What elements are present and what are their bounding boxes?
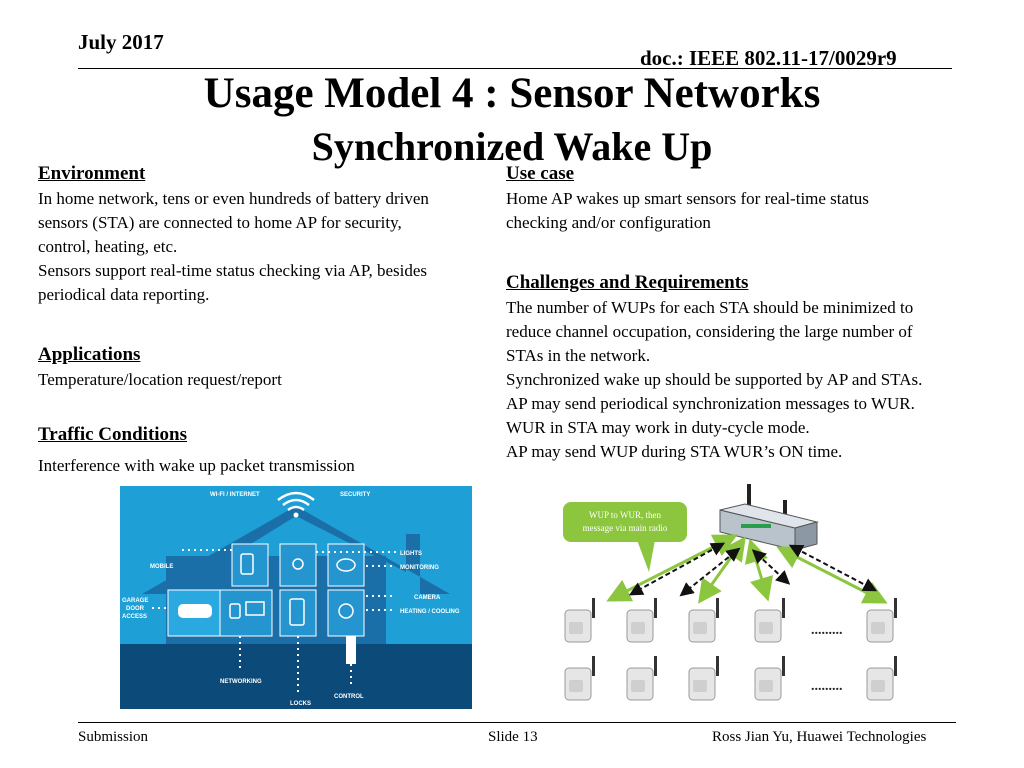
text-line: sensors (STA) are connected to home AP f…	[38, 213, 402, 232]
label-monitoring: MONITORING	[400, 565, 439, 571]
car-icon	[178, 604, 212, 618]
text-line: Sensors support real-time status checkin…	[38, 261, 428, 280]
sensor-icon	[564, 598, 595, 643]
sensor-icon	[866, 598, 897, 643]
challenges-text: The number of WUPs for each STA should b…	[506, 296, 922, 464]
traffic-heading: Traffic Conditions	[38, 424, 188, 445]
label-door: DOOR	[126, 606, 145, 612]
footer-divider	[78, 722, 956, 723]
header-doc-id: doc.: IEEE 802.11-17/0029r9	[640, 46, 897, 70]
ellipsis-row2: .........	[811, 679, 843, 694]
label-access: ACCESS	[122, 614, 147, 620]
label-lights: LIGHTS	[400, 551, 422, 557]
text-line: checking and/or configuration	[506, 213, 711, 232]
text-line: periodical data reporting.	[38, 285, 210, 304]
sensor-icon	[626, 598, 657, 643]
wifi-icon	[277, 491, 315, 512]
thermostat-icon	[338, 603, 354, 619]
header-date: July 2017	[78, 30, 164, 54]
challenges-heading: Challenges and Requirements	[506, 272, 749, 293]
text-line: The number of WUPs for each STA should b…	[506, 298, 914, 317]
text-line: control, heating, etc.	[38, 237, 178, 256]
text-line: AP may send WUP during STA WUR’s ON time…	[506, 442, 843, 461]
applications-text: Temperature/location request/report	[38, 370, 282, 389]
sensor-icon	[688, 598, 719, 643]
text-line: STAs in the network.	[506, 346, 651, 365]
text-line: AP may send periodical synchronization m…	[506, 394, 915, 413]
label-garage: GARAGE	[122, 598, 148, 604]
sensor-icon	[626, 656, 657, 701]
sensor-icon	[754, 598, 785, 643]
label-locks: LOCKS	[290, 701, 311, 707]
sensor-icon	[688, 656, 719, 701]
eye-icon	[336, 558, 356, 572]
label-control: CONTROL	[334, 694, 364, 700]
lock-device-icon	[289, 598, 305, 626]
traffic-text: Interference with wake up packet transmi…	[38, 456, 355, 475]
sensor-icon	[564, 656, 595, 701]
label-mobile: MOBILE	[150, 564, 173, 570]
header-divider	[78, 68, 952, 69]
tablet-icon	[229, 603, 241, 619]
footer-submission: Submission	[78, 729, 149, 745]
applications-heading: Applications	[38, 344, 141, 365]
callout-line2: message via main radio	[583, 523, 668, 533]
phone-icon	[240, 553, 254, 575]
label-camera: CAMERA	[414, 595, 441, 601]
footer-slide-number: Slide 13	[488, 729, 538, 745]
environment-heading: Environment	[38, 163, 146, 184]
label-wifi: WI-FI / INTERNET	[210, 492, 260, 498]
ellipsis-row1: .........	[811, 623, 843, 638]
sensor-icon	[754, 656, 785, 701]
footer-author: Ross Jian Yu, Huawei Technologies	[712, 729, 927, 745]
callout-line1: WUP to WUR, then	[589, 510, 661, 520]
slide-title: Usage Model 4 : Sensor Networks	[203, 70, 821, 117]
text-line: WUR in STA may work in duty-cycle mode.	[506, 418, 810, 437]
ap-sensor-network-diagram: WUP to WUR, then message via main radio …	[563, 484, 897, 701]
usecase-heading: Use case	[506, 163, 575, 184]
sensor-icon	[866, 656, 897, 701]
lightbulb-icon	[292, 558, 304, 570]
text-line: Synchronized wake up should be supported…	[506, 370, 923, 389]
text-line: Home AP wakes up smart sensors for real-…	[506, 189, 869, 208]
usecase-text: Home AP wakes up smart sensors for real-…	[506, 187, 869, 235]
smart-home-illustration: WI-FI / INTERNET SECURITY MOBILE LIGHTS …	[120, 486, 472, 709]
environment-text: In home network, tens or even hundreds o…	[38, 187, 429, 307]
label-security: SECURITY	[340, 492, 370, 498]
label-heating: HEATING / COOLING	[400, 609, 460, 615]
callout-bubble: WUP to WUR, then message via main radio	[563, 502, 687, 572]
text-line: reduce channel occupation, considering t…	[506, 322, 913, 341]
text-line: In home network, tens or even hundreds o…	[38, 189, 429, 208]
router-icon	[719, 484, 819, 551]
label-networking: NETWORKING	[220, 679, 262, 685]
slide-subtitle: Synchronized Wake Up	[311, 124, 713, 169]
laptop-icon	[245, 601, 265, 616]
